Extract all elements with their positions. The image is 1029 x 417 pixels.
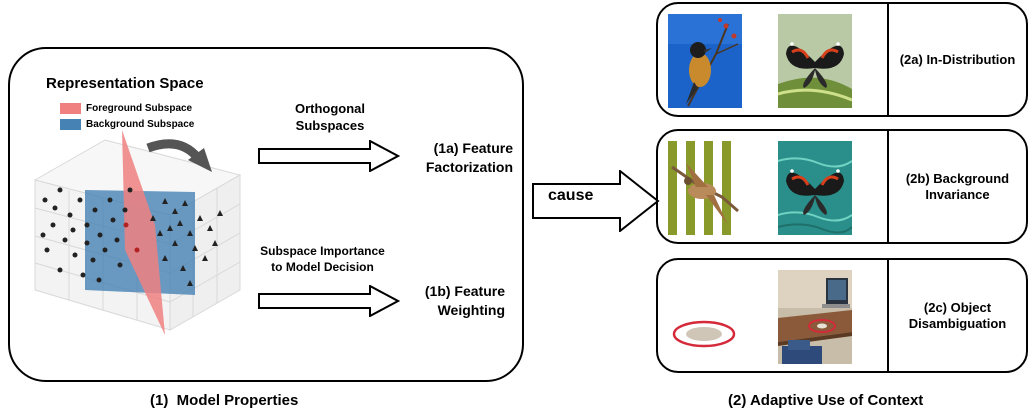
factorization-arrow-icon <box>258 140 400 172</box>
highlight-ellipse <box>672 320 736 348</box>
feature-factorization-line2: Factorization <box>425 159 513 175</box>
model-properties-box <box>8 47 524 382</box>
in-distribution-panel: (2a) In-Distribution <box>656 2 1028 117</box>
butterfly-image <box>778 14 852 108</box>
subspace-importance-label: Subspace Importance to Model Decision <box>240 243 405 275</box>
model-properties-caption: (1) Model Properties <box>150 392 299 409</box>
representation-space-title: Representation Space <box>46 75 204 92</box>
feature-factorization-result: (1a) Feature Factorization <box>405 139 513 177</box>
panel-divider <box>887 131 889 242</box>
bird-image <box>668 14 742 108</box>
weighting-arrow-icon <box>258 285 400 317</box>
striped-background-bird-image <box>668 141 742 235</box>
background-legend-label: Background Subspace <box>86 119 195 130</box>
object-disambiguation-line1: (2c) Object <box>923 299 992 315</box>
feature-factorization-line1: (1a) Feature <box>433 140 513 156</box>
foreground-subspace-plane <box>122 130 165 335</box>
orthogonal-subspaces-label: Orthogonal Subspaces <box>270 100 390 134</box>
feature-weighting-line1: (1b) Feature <box>424 283 505 299</box>
background-invariance-label: (2b) Background Invariance <box>889 131 1026 242</box>
object-disambiguation-panel: (2c) Object Disambiguation <box>656 258 1028 373</box>
rotation-arrow-icon <box>146 139 212 172</box>
adaptive-context-caption: (2) Adaptive Use of Context <box>728 392 924 409</box>
background-invariance-panel: (2b) Background Invariance <box>656 129 1028 244</box>
in-distribution-label: (2a) In-Distribution <box>889 4 1026 115</box>
background-invariance-line2: Invariance <box>925 186 990 202</box>
in-distribution-line1: (2a) In-Distribution <box>899 51 1016 67</box>
cause-arrow-icon <box>532 170 660 232</box>
panel-divider <box>887 260 889 371</box>
feature-weighting-line2: Weighting <box>437 302 505 318</box>
subspace-importance-line: Subspace Importance <box>260 244 385 258</box>
subspaces-line: Subspaces <box>295 118 365 133</box>
object-disambiguation-line2: Disambiguation <box>908 315 1007 331</box>
foreground-legend-label: Foreground Subspace <box>86 103 193 114</box>
background-legend-swatch <box>60 119 81 130</box>
office-desk-image <box>778 270 852 364</box>
panel-divider <box>887 4 889 115</box>
feature-weighting-result: (1b) Feature Weighting <box>405 282 505 320</box>
representation-space-plot <box>33 130 242 335</box>
orthogonal-line: Orthogonal <box>294 101 366 116</box>
model-decision-line: to Model Decision <box>271 260 374 274</box>
background-invariance-line1: (2b) Background <box>905 170 1010 186</box>
isolated-object-image <box>668 270 742 364</box>
butterfly-water-image <box>778 141 852 235</box>
highlight-ellipse <box>808 319 836 333</box>
cause-label: cause <box>548 187 594 204</box>
foreground-legend-swatch <box>60 103 81 114</box>
object-disambiguation-label: (2c) Object Disambiguation <box>889 260 1026 371</box>
